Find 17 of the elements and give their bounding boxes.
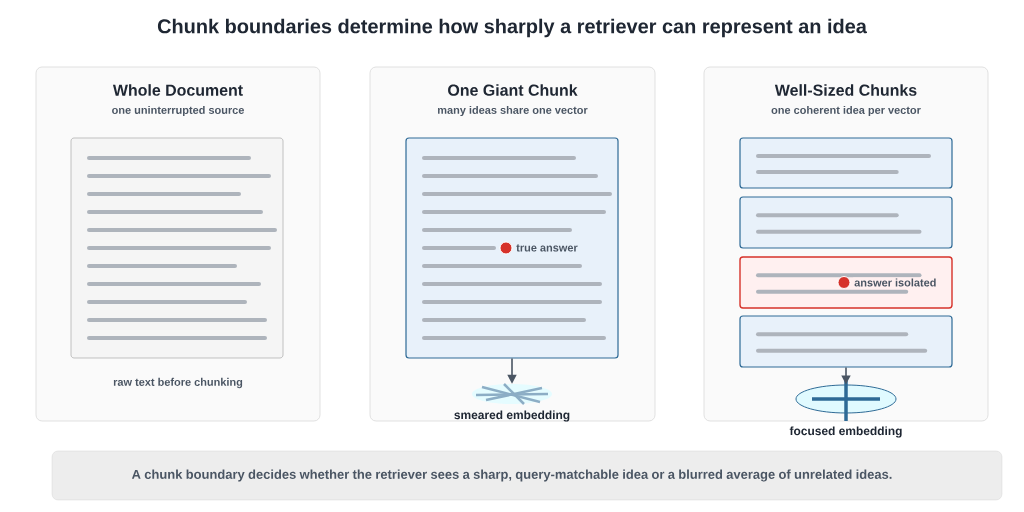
panel-subtitle: one coherent idea per vector <box>771 105 921 117</box>
panel-title: Whole Document <box>112 84 243 96</box>
answer-label: answer isolated <box>853 277 938 288</box>
panel-title: Well-Sized Chunks <box>774 84 917 96</box>
document-box <box>70 137 284 359</box>
panel-caption: raw text before chunking <box>113 377 243 389</box>
chunk-box <box>739 196 953 249</box>
title: Chunk boundaries determine how sharply a retriever can represent an idea <box>157 18 867 38</box>
chunk-box <box>739 137 953 189</box>
panel-title: One Giant Chunk <box>448 84 578 96</box>
panel-subtitle: many ideas share one vector <box>438 105 588 117</box>
embedding-label: focused embedding <box>789 426 902 438</box>
chunk-box <box>739 315 953 368</box>
answer-label: true answer <box>515 243 579 253</box>
embedding-label: smeared embedding <box>454 410 570 422</box>
panel-subtitle: one uninterrupted source <box>112 105 244 117</box>
summary-banner: A chunk boundary decides whether the retriever sees a sharp, query-matchable idea or a blurred average of unrelated ideas. <box>51 450 1003 501</box>
